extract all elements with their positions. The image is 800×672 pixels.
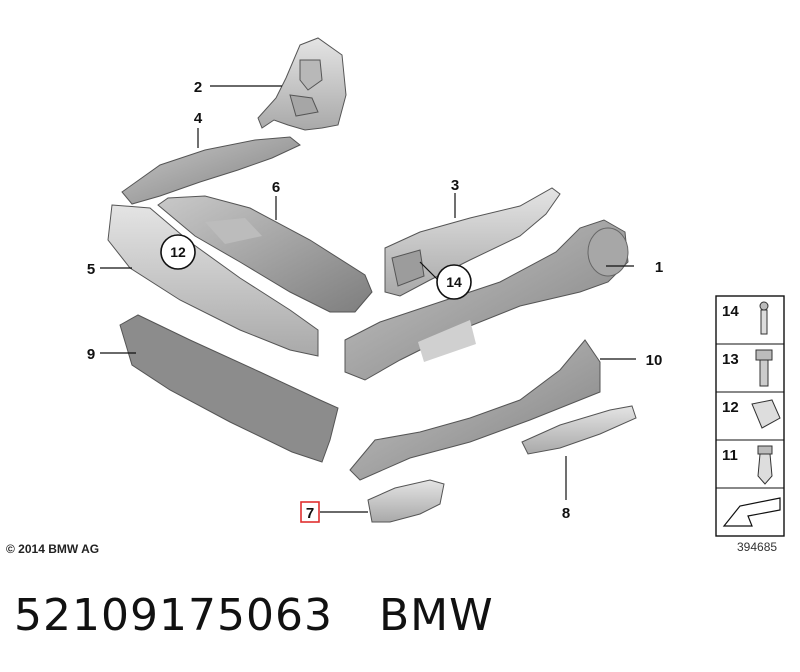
legend-label-13: 13 xyxy=(722,351,739,368)
part-number: 52109175063 xyxy=(14,590,333,641)
leader-lines xyxy=(100,85,636,513)
part-2-bracket xyxy=(257,37,347,131)
callout-9: 9 xyxy=(87,346,95,363)
fastener-legend: 14 13 12 11 xyxy=(715,295,785,537)
circled-ref-12: 12 xyxy=(160,234,196,270)
part-4-carrier xyxy=(121,136,301,205)
diagram-reference-number: 394685 xyxy=(737,540,778,554)
callout-1: 1 xyxy=(655,259,663,276)
part-9-panel xyxy=(119,314,339,463)
callout-7: 7 xyxy=(306,505,314,522)
screw-icon xyxy=(755,349,773,387)
svg-text:14: 14 xyxy=(446,274,462,290)
part-3-bracket xyxy=(384,187,561,297)
part-10-strip xyxy=(349,339,601,481)
part-7-clip xyxy=(367,479,445,523)
clip-icon xyxy=(751,399,781,429)
callout-4: 4 xyxy=(194,110,203,127)
legend-label-14: 14 xyxy=(722,303,739,320)
arrow-icon xyxy=(722,497,781,527)
callout-6: 6 xyxy=(272,179,280,196)
part-caption: 52109175063 BMW xyxy=(14,590,494,641)
circled-ref-14: 14 xyxy=(436,264,472,300)
legend-label-11: 11 xyxy=(722,447,738,464)
part-8-strip xyxy=(521,405,637,455)
rivet-icon xyxy=(759,301,769,335)
callout-8: 8 xyxy=(562,505,570,522)
part-6-cover xyxy=(157,195,373,313)
part-1-panel xyxy=(344,219,629,381)
callout-10: 10 xyxy=(646,352,663,369)
callout-3: 3 xyxy=(451,177,459,194)
copyright-notice: © 2014 BMW AG xyxy=(6,542,100,556)
parts-diagram: 2 4 3 6 5 1 9 10 8 7 12 14 14 13 12 xyxy=(87,37,785,537)
brand-name: BMW xyxy=(378,590,494,641)
svg-text:12: 12 xyxy=(170,244,186,260)
highlight-box xyxy=(300,501,320,523)
callout-2: 2 xyxy=(194,79,202,96)
callout-5: 5 xyxy=(87,261,95,278)
expanding-rivet-icon xyxy=(757,445,773,485)
legend-label-12: 12 xyxy=(722,399,739,416)
